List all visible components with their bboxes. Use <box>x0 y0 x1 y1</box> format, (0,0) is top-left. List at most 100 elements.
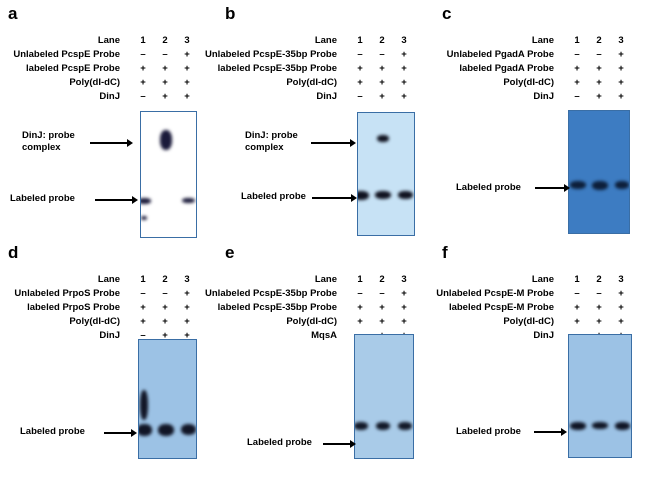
condition-label: Unlabeled PrpoS Probe <box>14 288 120 299</box>
lane-condition-mark: + <box>379 77 385 88</box>
gel-band <box>180 424 196 435</box>
lane-condition-mark: + <box>357 63 363 74</box>
lane-number: 3 <box>618 35 624 46</box>
gel-label: Labeled probe <box>456 182 521 193</box>
lane-condition-mark: + <box>162 330 168 341</box>
lane-condition-mark: + <box>140 316 146 327</box>
gel-label: DinJ: probe complex <box>22 130 75 153</box>
gel-band <box>160 130 172 150</box>
lane-condition-mark: + <box>357 316 363 327</box>
arrow-icon <box>95 196 138 204</box>
lane-condition-mark: + <box>618 49 624 60</box>
panel-letter: a <box>8 4 18 23</box>
lane-condition-mark: + <box>574 302 580 313</box>
gel-image <box>568 334 632 458</box>
condition-label: Lane <box>314 274 337 285</box>
lane-condition-mark: + <box>162 91 168 102</box>
condition-label: labeled PcspE Probe <box>26 63 120 74</box>
condition-label: Lane <box>97 274 120 285</box>
arrow-icon <box>323 440 356 448</box>
lane-condition-mark: + <box>379 302 385 313</box>
lane-condition-mark: + <box>184 63 190 74</box>
lane-condition-mark: + <box>596 91 602 102</box>
lane-number: 2 <box>596 35 602 46</box>
lane-condition-mark: – <box>140 49 146 60</box>
arrow-icon <box>534 428 567 436</box>
gel-image <box>354 334 414 459</box>
lane-number: 2 <box>596 274 602 285</box>
lane-condition-mark: + <box>184 91 190 102</box>
condition-label: Unlabeled PgadA Probe <box>446 49 554 60</box>
lane-condition-mark: – <box>596 288 602 299</box>
lane-number: 3 <box>184 274 190 285</box>
gel-label: Labeled probe <box>241 191 306 202</box>
gel-label: Labeled probe <box>10 193 75 204</box>
gel-label: Labeled probe <box>20 426 85 437</box>
lane-condition-mark: + <box>596 316 602 327</box>
gel-label: DinJ: probe complex <box>245 130 298 153</box>
lane-number: 1 <box>357 274 363 285</box>
gel-image <box>357 112 415 236</box>
lane-condition-mark: – <box>357 288 363 299</box>
lane-condition-mark: + <box>357 77 363 88</box>
condition-label: Poly(dI-dC) <box>286 316 337 327</box>
gel-label: Labeled probe <box>247 437 312 448</box>
condition-label: Poly(dI-dC) <box>69 316 120 327</box>
arrow-icon <box>90 139 133 147</box>
lane-condition-mark: + <box>596 302 602 313</box>
gel-band <box>376 422 390 430</box>
lane-condition-mark: + <box>379 316 385 327</box>
lane-condition-mark: + <box>162 63 168 74</box>
condition-label: Unlabeled PcspE-35bp Probe <box>205 288 337 299</box>
lane-number: 3 <box>401 35 407 46</box>
lane-condition-mark: – <box>140 330 146 341</box>
lane-condition-mark: + <box>184 316 190 327</box>
lane-condition-mark: + <box>184 49 190 60</box>
condition-label: Lane <box>97 35 120 46</box>
lane-condition-mark: – <box>574 91 580 102</box>
condition-label: DinJ <box>99 330 120 341</box>
gel-label: Labeled probe <box>456 426 521 437</box>
condition-label: Poly(dI-dC) <box>503 316 554 327</box>
lane-condition-mark: + <box>618 91 624 102</box>
lane-condition-mark: + <box>401 316 407 327</box>
condition-label: Lane <box>314 35 337 46</box>
panel-letter: c <box>442 4 452 23</box>
condition-label: labeled PcspE-M Probe <box>448 302 554 313</box>
lane-condition-mark: + <box>184 330 190 341</box>
lane-condition-mark: – <box>574 49 580 60</box>
gel-image <box>568 110 630 234</box>
condition-label: Poly(dI-dC) <box>286 77 337 88</box>
arrow-icon <box>312 194 357 202</box>
gel-band <box>570 181 586 189</box>
condition-label: labeled PcspE-35bp Probe <box>217 302 337 313</box>
lane-condition-mark: + <box>379 91 385 102</box>
gel-band <box>181 198 195 203</box>
lane-condition-mark: + <box>401 91 407 102</box>
gel-image <box>140 111 197 238</box>
lane-number: 1 <box>574 274 580 285</box>
lane-number: 2 <box>162 274 168 285</box>
panel-letter: e <box>225 243 235 262</box>
panel-letter: f <box>442 243 448 262</box>
lane-condition-mark: – <box>162 49 168 60</box>
gel-band <box>570 422 586 430</box>
panel-letter: b <box>225 4 236 23</box>
lane-condition-mark: – <box>379 288 385 299</box>
gel-band <box>614 422 630 430</box>
panel-letter: d <box>8 243 19 262</box>
lane-condition-mark: + <box>140 302 146 313</box>
gel-band <box>141 216 147 220</box>
lane-number: 3 <box>184 35 190 46</box>
arrow-icon <box>104 429 137 437</box>
condition-label: Poly(dI-dC) <box>69 77 120 88</box>
condition-label: MqsA <box>311 330 337 341</box>
gel-band <box>397 191 413 199</box>
lane-condition-mark: + <box>162 316 168 327</box>
lane-number: 1 <box>357 35 363 46</box>
gel-band <box>375 191 391 199</box>
lane-number: 2 <box>379 35 385 46</box>
